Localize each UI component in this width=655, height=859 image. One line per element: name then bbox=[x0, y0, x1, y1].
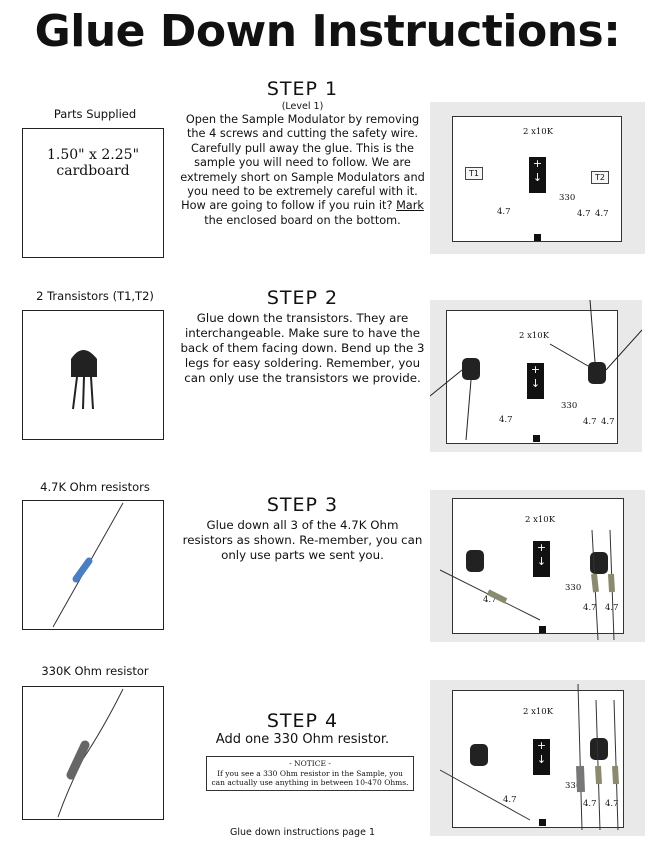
label-t2: T2 bbox=[591, 171, 609, 184]
polarity-marker: +↓ bbox=[533, 541, 550, 577]
board-notch bbox=[539, 626, 546, 633]
label-4-7: 4.7 bbox=[605, 603, 619, 613]
cardboard-size: 1.50" x 2.25" bbox=[46, 147, 140, 163]
label-10k: 2 x10K bbox=[519, 331, 550, 341]
notice-box: - NOTICE - If you see a 330 Ohm resistor… bbox=[206, 756, 414, 791]
notice-text: If you see a 330 Ohm resistor in the Sam… bbox=[211, 768, 409, 788]
board-notch bbox=[534, 234, 541, 241]
arrow-down-icon: ↓ bbox=[536, 753, 547, 766]
resistor-47k-photo bbox=[22, 500, 164, 630]
label-4-7: 4.7 bbox=[595, 209, 609, 219]
transistors-image bbox=[430, 300, 642, 441]
label-4-7: 4.7 bbox=[583, 603, 597, 613]
board-notch bbox=[539, 819, 546, 826]
label-4-7: 4.7 bbox=[497, 207, 511, 217]
arrow-down-icon: ↓ bbox=[530, 377, 541, 390]
polarity-marker: +↓ bbox=[533, 739, 550, 775]
board-photo-step-4: 2 x10K +↓ 330 4.7 4.7 4.7 bbox=[430, 680, 645, 836]
step-1-subtitle: (Level 1) bbox=[281, 101, 324, 112]
board-diagram-step-1: 2 x10K T1 T2 +↓ 330 4.7 4.7 4.7 bbox=[430, 102, 645, 254]
cardboard-box: 1.50" x 2.25" cardboard bbox=[22, 128, 164, 258]
label-330: 330 bbox=[559, 193, 576, 203]
components-image bbox=[439, 529, 615, 641]
page-title: Glue Down Instructions: bbox=[34, 6, 621, 57]
label-10k: 2 x10K bbox=[523, 127, 554, 137]
label-4-7: 4.7 bbox=[601, 417, 615, 427]
label-330: 330 bbox=[561, 401, 578, 411]
plus-icon: + bbox=[536, 541, 547, 554]
polarity-marker: +↓ bbox=[529, 157, 546, 193]
label-t1: T1 bbox=[465, 167, 483, 180]
plus-icon: + bbox=[532, 157, 543, 170]
label-4-7: 4.7 bbox=[503, 795, 517, 805]
label-4-7: 4.7 bbox=[499, 415, 513, 425]
label-10k: 2 x10K bbox=[525, 515, 556, 525]
cardboard-material: cardboard bbox=[56, 163, 130, 179]
step-2-text: Glue down the transistors. They are inte… bbox=[180, 311, 425, 385]
label-4-7: 4.7 bbox=[605, 799, 619, 809]
resistor-330-label: 330K Ohm resistor bbox=[41, 664, 149, 678]
board-photo-step-2: 2 x10K +↓ 330 4.7 4.7 4.7 bbox=[430, 300, 642, 452]
label-330: 330 bbox=[565, 781, 582, 791]
notice-title: - NOTICE - bbox=[289, 759, 331, 768]
step-1-mark: Mark bbox=[396, 199, 424, 213]
step-1-text: Open the Sample Modulator by removing th… bbox=[180, 113, 425, 228]
label-4-7: 4.7 bbox=[583, 417, 597, 427]
step-2-title: STEP 2 bbox=[266, 287, 339, 309]
step-3-title: STEP 3 bbox=[266, 494, 339, 516]
plus-icon: + bbox=[536, 739, 547, 752]
step-1-body-end: the enclosed board on the bottom. bbox=[204, 213, 401, 227]
step-3-text: Glue down all 3 of the 4.7K Ohm resistor… bbox=[182, 518, 423, 562]
parts-label: Parts Supplied bbox=[53, 107, 137, 121]
label-4-7: 4.7 bbox=[577, 209, 591, 219]
resistor-330-photo bbox=[22, 686, 164, 820]
label-330: 330 bbox=[565, 583, 582, 593]
label-4-7: 4.7 bbox=[483, 595, 497, 605]
step-1-title: STEP 1 bbox=[266, 78, 339, 100]
label-4-7: 4.7 bbox=[583, 799, 597, 809]
arrow-down-icon: ↓ bbox=[536, 555, 547, 568]
transistor-photo bbox=[22, 310, 164, 440]
page-footer: Glue down instructions page 1 bbox=[230, 827, 375, 838]
transistor-image bbox=[71, 350, 97, 410]
label-10k: 2 x10K bbox=[523, 707, 554, 717]
step-4-text: Add one 330 Ohm resistor. bbox=[215, 732, 390, 747]
polarity-marker: +↓ bbox=[527, 363, 544, 399]
resistor-47k-image bbox=[52, 502, 124, 628]
transistors-label: 2 Transistors (T1,T2) bbox=[36, 289, 154, 303]
components-image bbox=[439, 683, 619, 831]
resistors-47k-label: 4.7K Ohm resistors bbox=[40, 480, 150, 494]
resistor-330-image bbox=[57, 688, 124, 818]
step-4-title: STEP 4 bbox=[266, 710, 339, 732]
board-photo-step-3: 2 x10K +↓ 330 4.7 4.7 4.7 bbox=[430, 490, 645, 642]
board-notch bbox=[533, 435, 540, 442]
plus-icon: + bbox=[530, 363, 541, 376]
step-1-body: Open the Sample Modulator by removing th… bbox=[180, 113, 425, 213]
arrow-down-icon: ↓ bbox=[532, 171, 543, 184]
